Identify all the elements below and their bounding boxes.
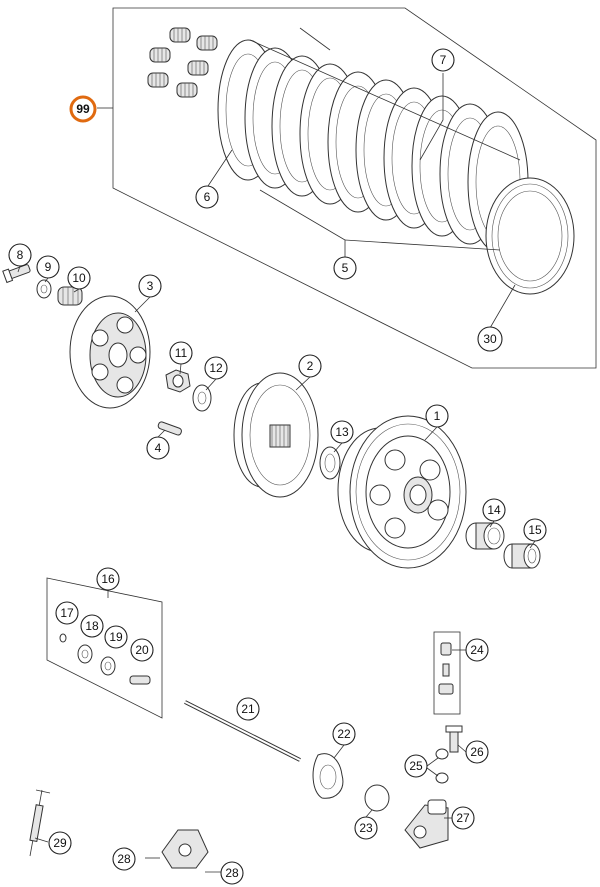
washer-9 [36,279,52,299]
callout-28-left-label: 28 [117,852,131,866]
pin-4 [157,421,182,436]
callout-7: 7 [431,48,455,72]
callout-16: 16 [96,567,120,591]
gasket-22 [312,753,344,799]
lock-washer-12 [192,384,212,412]
bolt-8 [2,264,31,284]
push-rod-21 [184,700,301,762]
callout-15: 15 [523,518,547,542]
sleeve-15 [503,543,541,569]
callout-10: 10 [67,266,91,290]
callout-27-label: 27 [456,811,470,825]
callout-11-label: 11 [175,346,188,360]
callout-8: 8 [8,243,32,267]
callout-18: 18 [80,614,104,638]
callout-19: 19 [104,625,128,649]
callout-17: 17 [55,601,79,625]
callout-30-label: 30 [483,332,497,346]
callout-22-label: 22 [337,727,351,741]
callout-4: 4 [146,436,170,460]
bleeder-kit-24 [433,631,461,715]
callout-5-label: 5 [342,261,349,275]
callout-24-label: 24 [470,643,484,657]
kit-16-panel [46,577,163,719]
callout-7-label: 7 [440,53,447,67]
callout-26: 26 [465,740,489,764]
callout-23-label: 23 [359,821,373,835]
callout-6: 6 [195,185,219,209]
sealing-rings-25 [435,748,449,784]
syringe-29 [29,789,51,857]
callout-30: 30 [477,326,503,352]
callout-4-label: 4 [155,441,162,455]
inner-clutch-hub-2 [233,372,319,498]
thrust-washer-13 [319,446,341,480]
clutch-basket-1 [337,415,467,569]
o-ring-23 [364,784,390,812]
callout-9-label: 9 [45,260,52,274]
callout-13-label: 13 [335,425,349,439]
callout-14-label: 14 [487,503,501,517]
callout-14: 14 [482,498,506,522]
callout-20-label: 20 [135,643,149,657]
spring-10 [57,286,83,306]
leader-lines [17,265,536,843]
callout-5: 5 [333,256,357,280]
callout-1: 1 [425,404,449,428]
clutch-disc-kit-outline [97,7,597,369]
callout-2-label: 2 [307,359,314,373]
callout-11: 11 [169,341,193,365]
callout-16-label: 16 [101,572,115,586]
needle-bearing-14 [465,522,505,550]
callout-2: 2 [298,354,322,378]
pressure-plate-3 [69,295,151,409]
slave-cylinder-27 [404,799,449,849]
nut-11 [165,369,191,393]
callout-25: 25 [404,754,428,778]
callout-21: 21 [236,697,260,721]
callout-10-label: 10 [72,271,86,285]
callout-12-label: 12 [209,361,223,375]
clutch-cover-part-28 [145,829,222,873]
callout-3: 3 [138,274,162,298]
callout-17-label: 17 [60,606,74,620]
callout-23: 23 [354,816,378,840]
callout-8-label: 8 [17,248,24,262]
clutch-disc-stack [217,39,575,295]
kit-leader-lines [207,27,521,329]
callout-26-label: 26 [470,745,484,759]
callout-99: 99 [69,95,97,123]
callout-29: 29 [48,831,72,855]
callout-22: 22 [332,722,356,746]
callout-27: 27 [451,806,475,830]
callout-28-right: 28 [220,861,244,885]
callout-6-label: 6 [204,190,211,204]
callout-28-right-label: 28 [225,866,239,880]
banjo-bolt-26 [445,725,463,753]
callout-25-label: 25 [409,759,423,773]
callout-99-label: 99 [76,102,90,116]
callout-15-label: 15 [528,523,542,537]
callout-20: 20 [130,638,154,662]
callout-21-label: 21 [241,702,255,716]
callout-24: 24 [465,638,489,662]
callout-29-label: 29 [53,836,67,850]
kit-springs [147,27,218,98]
callout-13: 13 [330,420,354,444]
callout-1-label: 1 [434,409,441,423]
callout-3-label: 3 [147,279,154,293]
callout-19-label: 19 [109,630,123,644]
callout-28-left: 28 [112,847,136,871]
callout-12: 12 [204,356,228,380]
callout-9: 9 [36,255,60,279]
callout-18-label: 18 [85,619,99,633]
